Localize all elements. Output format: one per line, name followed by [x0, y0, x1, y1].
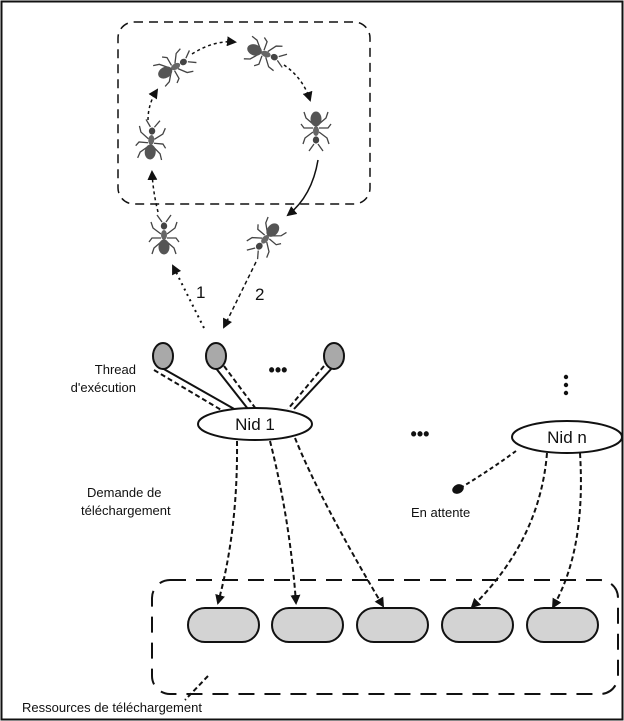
thread-node — [205, 342, 227, 370]
nest-n — [511, 420, 623, 454]
resource-slot — [187, 607, 260, 643]
waiting-label: En attente — [411, 505, 470, 520]
ant-loop-box — [117, 21, 371, 205]
vertical-ellipsis — [563, 374, 569, 396]
thread-node — [323, 342, 345, 370]
thread-connections — [161, 366, 334, 411]
ant-icon — [133, 118, 169, 162]
step-1-label: 1 — [196, 283, 205, 302]
step-2-label: 2 — [255, 285, 264, 304]
ant-icon — [241, 32, 291, 76]
nest-n-label: Nid n — [547, 428, 587, 447]
waiting-connection — [461, 450, 517, 488]
ant-icon — [240, 214, 290, 265]
thread-label-line1: Thread — [95, 362, 136, 377]
step-2-arrow — [223, 261, 257, 329]
request-label-line2: téléchargement — [81, 503, 171, 518]
resources-pointer — [184, 675, 209, 701]
resource-slot — [526, 607, 599, 643]
threads-ellipsis: ••• — [269, 360, 288, 380]
thread-node — [152, 342, 174, 370]
nest-1 — [197, 407, 313, 441]
resources-label: Ressources de téléchargement — [22, 700, 202, 715]
download-request-arrows — [215, 437, 582, 609]
resource-slot — [356, 607, 429, 643]
resource-slot — [441, 607, 514, 643]
ant-icon — [148, 214, 180, 256]
thread-connections-dashed — [153, 365, 325, 415]
resource-slot — [271, 607, 344, 643]
ant-path-arrows — [147, 36, 313, 213]
nests-ellipsis: ••• — [411, 424, 430, 444]
nest-1-label: Nid 1 — [235, 415, 275, 434]
request-label-line1: Demande de — [87, 485, 161, 500]
thread-label-line2: d'exécution — [71, 380, 136, 395]
ant-path-arrow-solid — [286, 159, 319, 217]
resources-box — [151, 579, 619, 695]
ant-icon — [300, 110, 332, 152]
waiting-thread — [452, 484, 464, 494]
ant-icon — [150, 42, 202, 90]
